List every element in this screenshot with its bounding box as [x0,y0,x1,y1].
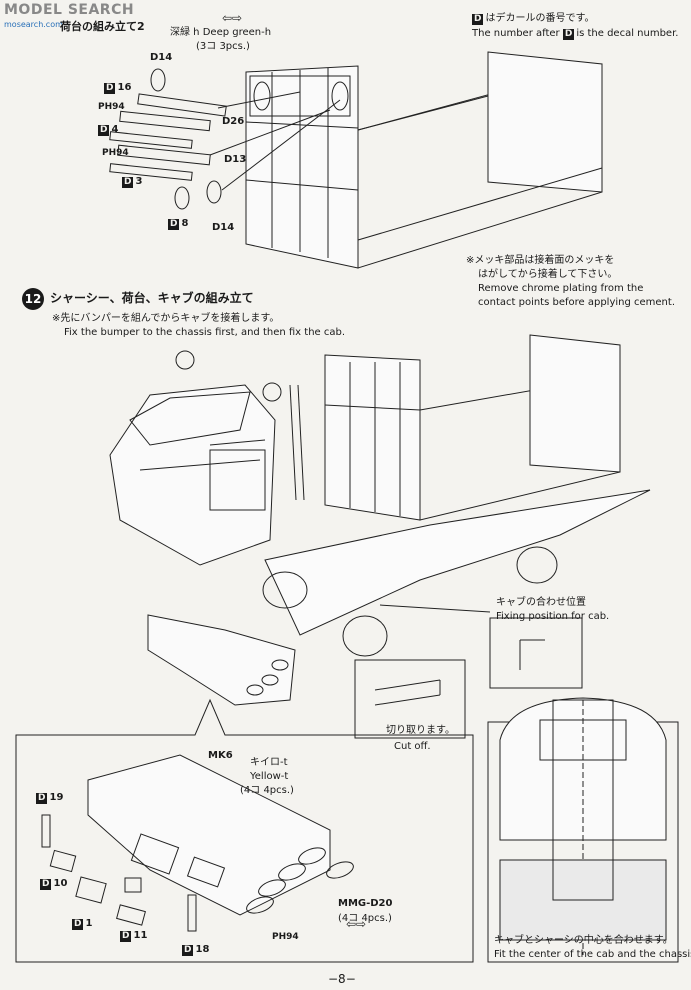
paint-jp: 深緑 h [170,27,200,38]
part-d14-bottom: D14 [212,222,235,233]
step12-note-jp: ※先にバンパーを組んでからキャブを接着します。 [52,313,280,324]
part-ph94-bumper: PH94 [272,932,299,942]
part-ph94-mid: PH94 [102,148,129,158]
arrow-symbol-2: ⇦⇨ [346,917,366,931]
cargo-bed-front-panel [245,65,359,269]
front-bumper [147,614,296,706]
lamp-part-d14-top [150,68,166,92]
truck-cab [109,384,276,566]
step12-title: シャーシー、荷台、キャブの組み立て [50,291,254,305]
mmg-qty: (4コ 4pcs.) [338,913,392,924]
paint-deep-green-label: 深緑 h Deep green-h [170,26,271,39]
bumper-detail-box [15,698,474,963]
chrome-note-jp1: ※メッキ部品は接着面のメッキを [466,255,615,266]
marker-bar-d13 [117,144,211,166]
paint-yellow-jp: キイロ-t [250,757,288,768]
fixing-position-callout-box [489,617,583,689]
part-d26: D26 [222,116,245,127]
step11-title: 荷台の組み立て2 [60,20,145,33]
center-note-jp: キャブとシャーシの中心を合わせます。 [494,935,673,946]
step12-note-en: Fix the bumper to the chassis first, and… [64,327,346,338]
fixing-position-jp: キャブの合わせ位置 [496,597,586,608]
marker-bar-d16 [137,93,227,117]
center-note-en: Fit the center of the cab and the chassi… [494,949,691,960]
chassis-frame [264,489,651,636]
chrome-note-en1: Remove chrome plating from the [478,283,644,294]
chrome-note-jp2: はがしてから接着して下さい。 [478,269,618,280]
part-mk6: MK6 [208,750,233,761]
page-number: −8− [328,972,356,986]
part-d13: D13 [224,154,247,165]
cut-off-callout-box [354,659,466,739]
paint-yellow-qty: (4コ 4pcs.) [240,785,294,796]
cut-off-jp: 切り取ります。 [386,725,455,736]
part-mmg-d20: MMG-D20 [338,898,393,909]
fixing-position-en: Fixing position for cab. [496,611,610,622]
paint-en: Deep green-h [202,27,272,38]
step12-number: 12 [22,288,44,310]
paint-qty: (3コ 3pcs.) [196,41,250,52]
watermark-logo: MODEL SEARCH [4,2,135,18]
cargo-bed-rear [487,51,603,193]
chrome-note-en2: contact points before applying cement. [478,297,675,308]
paint-yellow-en: Yellow-t [250,771,289,782]
cut-off-en: Cut off. [394,741,431,752]
watermark-url: mosearch.com [4,20,63,29]
arrow-symbol-1: ⇦⇨ [222,11,242,25]
part-ph94-top: PH94 [98,102,125,112]
part-d14-top: D14 [150,52,173,63]
